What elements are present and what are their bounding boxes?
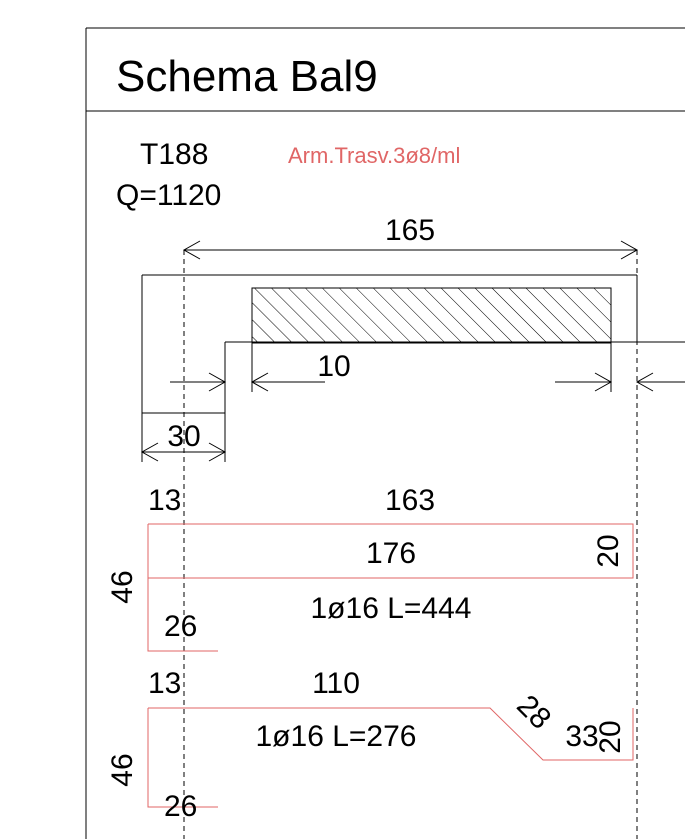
transverse-reinforcement-label: Arm.Trasv.3ø8/ml (288, 143, 460, 168)
bar2-end-length: 33 (565, 720, 598, 753)
bar1-height: 46 (106, 570, 139, 603)
bar2-bottom-hook: 26 (164, 790, 197, 823)
support-dimension (140, 372, 227, 462)
bar2-height: 46 (106, 753, 139, 786)
bar1-inner-length: 176 (366, 537, 416, 570)
elevation-label: Q=1120 (116, 179, 221, 212)
bar2-top-length: 110 (312, 667, 360, 700)
bar2-bend: 28 (510, 689, 557, 736)
bar2-spec: 1ø16 L=276 (256, 720, 417, 753)
slab-hatch (251, 287, 612, 344)
bar1-bottom-hook: 26 (164, 610, 197, 643)
bar2-right-hook: 20 (594, 720, 627, 753)
bar2-left-offset: 13 (148, 667, 181, 700)
bar1-top-length: 163 (385, 484, 435, 517)
slab-dimension-label: 10 (317, 350, 350, 383)
span-dimension-label: 165 (385, 214, 435, 247)
bar1-left-offset: 13 (148, 484, 181, 517)
slab-dimension (250, 342, 685, 392)
drawing-title: Schema Bal9 (116, 52, 378, 101)
bar1-shape (147, 523, 634, 652)
bar1-right-hook: 20 (592, 534, 625, 567)
span-dimension (182, 240, 639, 260)
support-dimension-label: 30 (167, 420, 200, 453)
section-id: T188 (140, 138, 208, 171)
bar2-shape (147, 707, 634, 808)
bar1-spec: 1ø16 L=444 (311, 592, 472, 625)
